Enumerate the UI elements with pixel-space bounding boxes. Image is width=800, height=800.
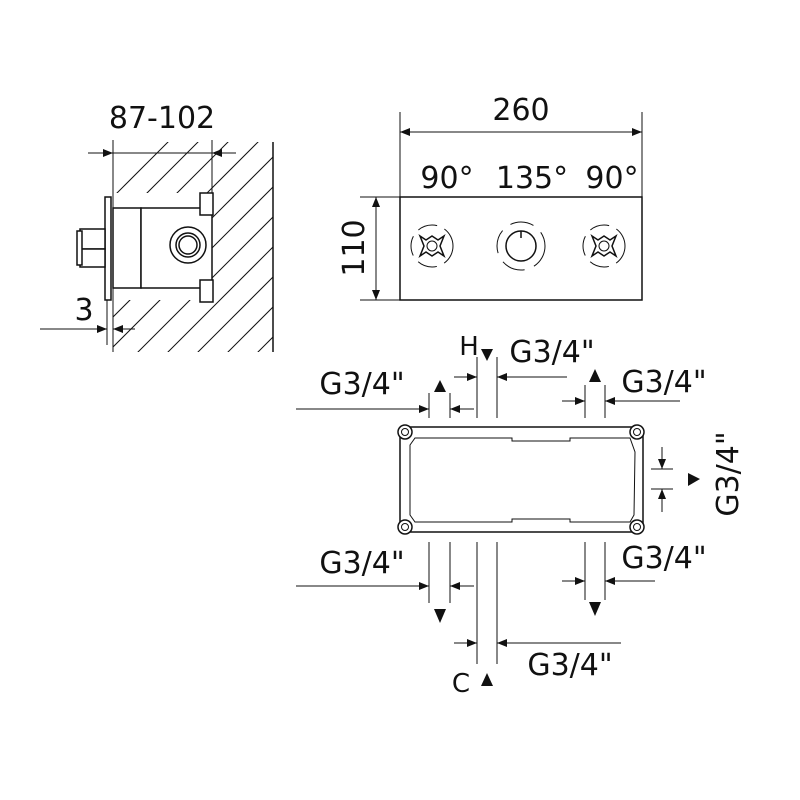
bottom-left-connection: G3/4" bbox=[319, 546, 404, 581]
front-view: 260 90° 135° 90° 110 bbox=[337, 93, 643, 301]
handle-left bbox=[410, 224, 454, 268]
outlet-arrow-icon bbox=[434, 609, 446, 623]
offset-dimension: 3 bbox=[74, 293, 93, 328]
outlet-arrow-icon bbox=[481, 349, 493, 361]
side-view: 87-102 3 bbox=[40, 101, 274, 352]
hot-label: H bbox=[459, 332, 479, 362]
hot-connection: G3/4" bbox=[509, 335, 594, 370]
cover-plate-front bbox=[399, 196, 643, 301]
nut bbox=[79, 228, 106, 250]
angle-right: 90° bbox=[585, 161, 638, 196]
top-right-connection: G3/4" bbox=[621, 365, 706, 400]
right-connection: G3/4" bbox=[711, 431, 746, 516]
cover-plate bbox=[104, 196, 112, 301]
outlet-arrow-icon bbox=[688, 473, 700, 486]
diverter-center bbox=[496, 221, 546, 271]
angle-center: 135° bbox=[496, 161, 568, 196]
inlet-arrow-icon bbox=[481, 673, 493, 686]
frame bbox=[397, 424, 645, 535]
top-section-view: H G3/4" G3/4" G3/4" G3/4" G3/4" bbox=[296, 332, 746, 699]
inlet-arrow-icon bbox=[434, 380, 446, 392]
angle-left: 90° bbox=[420, 161, 473, 196]
inlet-arrow-icon bbox=[589, 369, 601, 382]
depth-dimension: 87-102 bbox=[109, 101, 215, 136]
width-dimension: 260 bbox=[492, 93, 549, 128]
bottom-right-connection: G3/4" bbox=[621, 541, 706, 576]
cold-label: C bbox=[452, 669, 470, 699]
cold-connection: G3/4" bbox=[527, 648, 612, 683]
top-left-connection: G3/4" bbox=[319, 367, 404, 402]
height-dimension: 110 bbox=[337, 219, 372, 276]
handle-right bbox=[582, 224, 626, 268]
wall-hatching bbox=[113, 142, 273, 352]
outlet-arrow-icon bbox=[589, 602, 601, 616]
